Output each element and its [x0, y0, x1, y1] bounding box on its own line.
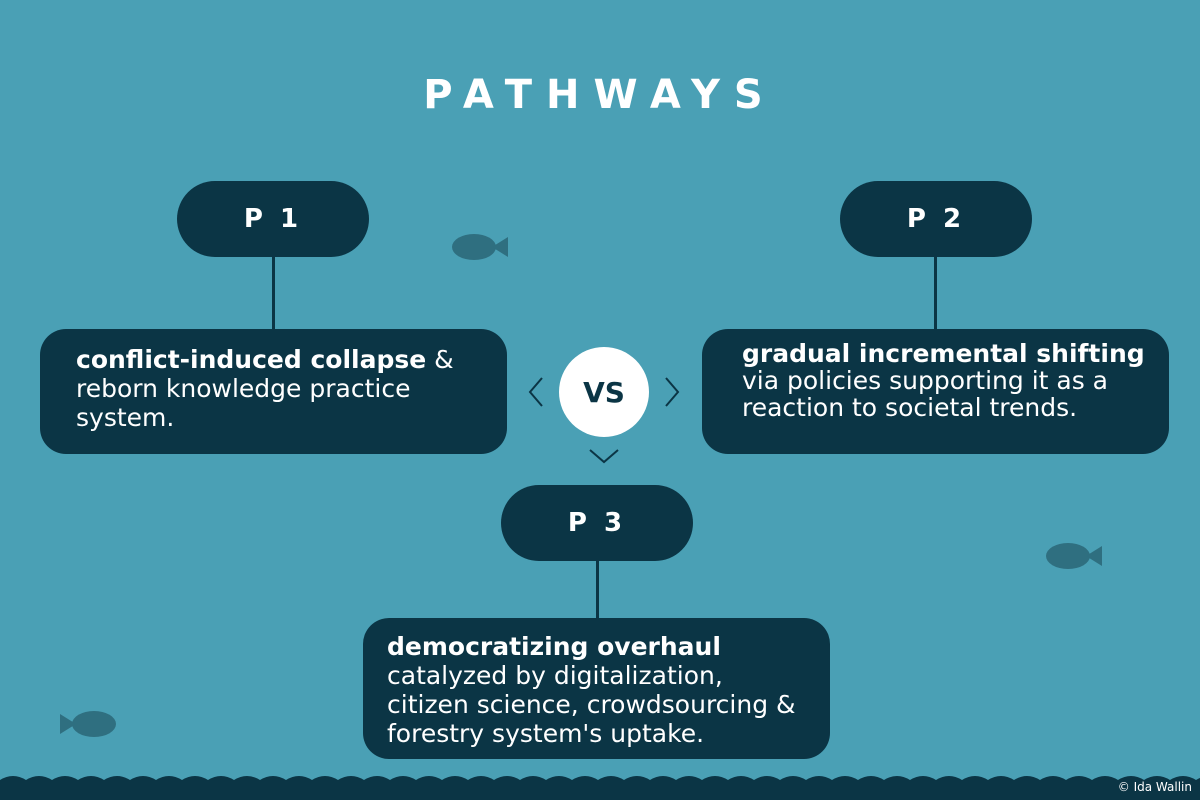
fish-icon — [60, 711, 116, 737]
pathway-2-label: P 2 — [840, 181, 1032, 257]
pathway-3-bold-text: democratizing overhaul — [387, 632, 721, 661]
vs-circle: VS — [559, 347, 649, 437]
page-title: PATHWAYS — [423, 72, 777, 118]
pathway-1-description: conflict-induced collapse & reborn knowl… — [40, 329, 507, 454]
connector-line — [934, 257, 937, 330]
connector-line — [596, 561, 599, 619]
pathway-1-text: & reborn knowledge practice system. — [76, 345, 454, 432]
fish-icon — [1046, 543, 1102, 569]
fish-icon — [452, 234, 508, 260]
pathway-2-description: gradual incremental shifting via policie… — [702, 329, 1169, 454]
wave-border — [0, 776, 1200, 800]
copyright-credit: © Ida Wallin — [1117, 780, 1192, 794]
pathway-1-label: P 1 — [177, 181, 369, 257]
pathway-2-bold-text: gradual incremental shifting — [742, 339, 1145, 368]
pathway-2-text: via policies supporting it as a reaction… — [742, 366, 1109, 422]
pathway-1-bold-text: conflict-induced collapse — [76, 345, 427, 374]
chevron-left-icon — [528, 377, 543, 407]
pathway-3-text: catalyzed by digitalization, citizen sci… — [387, 661, 796, 748]
chevron-right-icon — [665, 377, 680, 407]
pathway-3-description: democratizing overhaul catalyzed by digi… — [363, 618, 830, 759]
chevron-down-icon — [589, 449, 619, 464]
pathway-3-label: P 3 — [501, 485, 693, 561]
connector-line — [272, 257, 275, 330]
